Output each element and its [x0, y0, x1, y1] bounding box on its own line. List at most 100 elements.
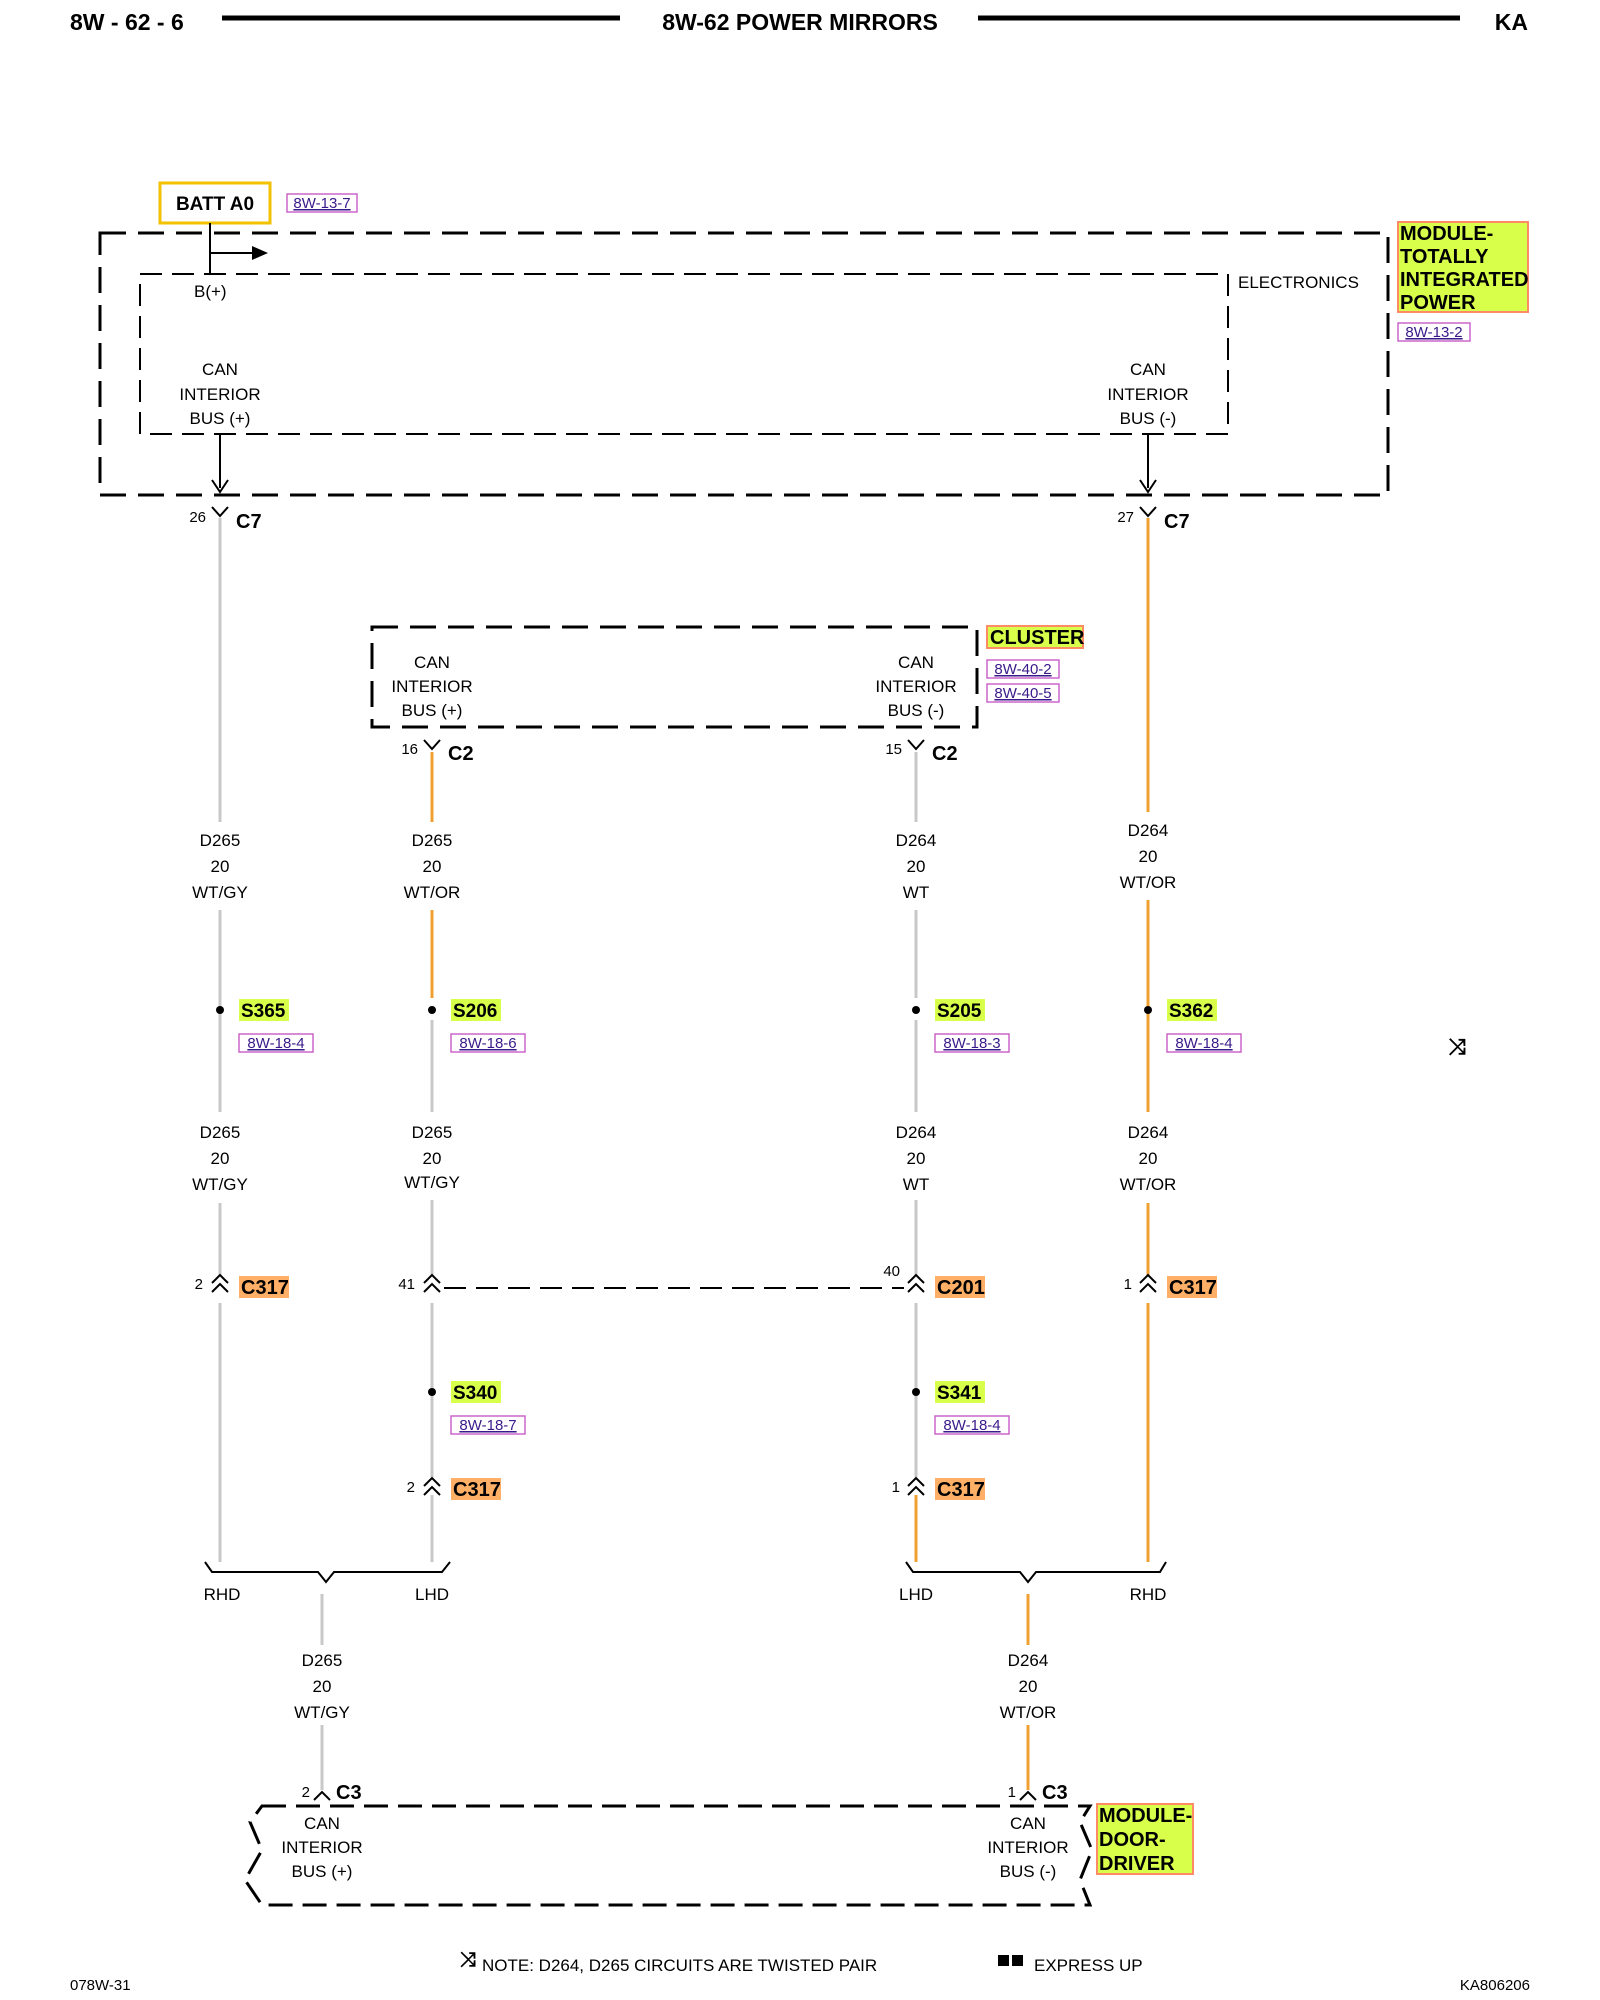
- batt-ref-link[interactable]: 8W-13-7: [293, 195, 350, 212]
- splice-s362[interactable]: S362: [1169, 1001, 1213, 1022]
- connector-male-female-icon: [423, 1273, 441, 1284]
- branch-label-lhd-left: LHD: [415, 1585, 449, 1604]
- connector-female-icon: [211, 506, 229, 518]
- tipm-ref-link[interactable]: 8W-13-2: [1405, 324, 1462, 341]
- splice-ref-link[interactable]: 8W-18-4: [247, 1035, 304, 1052]
- tipm-outline: [98, 231, 1390, 497]
- twisted-pair-icon: ⤨: [460, 1949, 476, 1971]
- connector-male-female-icon: [907, 1282, 925, 1293]
- door-module-name-line-1[interactable]: MODULE-: [1099, 1805, 1192, 1827]
- connector-male-female-icon: [423, 1476, 441, 1487]
- splice-ref-box: [238, 1033, 314, 1053]
- c7-connector-left[interactable]: C7: [236, 511, 262, 533]
- splice-ref-link[interactable]: 8W-18-3: [943, 1035, 1000, 1052]
- wire-gauge: 20: [423, 857, 442, 876]
- cluster-name-highlight: [986, 625, 1084, 649]
- door-module-name-highlight: [1096, 1803, 1194, 1875]
- splice-ref-link[interactable]: 8W-18-6: [459, 1035, 516, 1052]
- tipm-name-highlight: [1397, 221, 1529, 313]
- splice-s341[interactable]: S341: [937, 1383, 982, 1404]
- connector-c201[interactable]: C201: [937, 1277, 985, 1299]
- c3-pin-1: 1: [1008, 1784, 1016, 1801]
- c2-connector-right[interactable]: C2: [932, 743, 958, 765]
- cluster-ref-link-2[interactable]: 8W-40-5: [994, 685, 1051, 702]
- connector-male-female-icon: [423, 1282, 441, 1293]
- connector-male-female-icon: [1139, 1282, 1157, 1293]
- wire-gauge: 20: [907, 857, 926, 876]
- connector-highlight: [935, 1276, 985, 1298]
- tipm-name-line-3[interactable]: INTEGRATED: [1400, 269, 1529, 291]
- connector-male-icon: [1019, 1790, 1037, 1801]
- connector-male-female-icon: [907, 1273, 925, 1284]
- connector-c317[interactable]: C317: [241, 1277, 289, 1299]
- cluster-ref-link-1[interactable]: 8W-40-2: [994, 661, 1051, 678]
- splice-highlight: [935, 1381, 985, 1403]
- connector-pin: 2: [407, 1479, 415, 1496]
- splice-ref-link[interactable]: 8W-18-7: [459, 1417, 516, 1434]
- splice-s365[interactable]: S365: [241, 1001, 286, 1022]
- wire-label-top-4: D264 20 WT/OR: [1120, 821, 1177, 892]
- splice-ref-link[interactable]: 8W-18-4: [1175, 1035, 1232, 1052]
- connector-c317[interactable]: C317: [937, 1479, 985, 1501]
- connector-female-icon: [1139, 506, 1157, 518]
- cluster-can-plus-line-2: INTERIOR: [391, 677, 472, 696]
- splice-highlight: [451, 1381, 501, 1403]
- splice-s205[interactable]: S205: [937, 1001, 982, 1022]
- electronics-outline: [139, 273, 1229, 435]
- connector-highlight: [451, 1478, 501, 1500]
- c3-connector-right[interactable]: C3: [1042, 1782, 1068, 1804]
- wire-gauge: 20: [907, 1149, 926, 1168]
- inline-connector-low-1: 2 C317: [407, 1476, 501, 1501]
- arrow-right-icon: [252, 246, 268, 260]
- c2-connector-left[interactable]: C2: [448, 743, 474, 765]
- branch-label-rhd-left: RHD: [204, 1585, 241, 1604]
- wire-label-mid-2: D265 20 WT/GY: [404, 1123, 460, 1192]
- connector-c317[interactable]: C317: [453, 1479, 501, 1501]
- tipm-name-line-2[interactable]: TOTALLY: [1400, 246, 1489, 268]
- door-module-name-line-3[interactable]: DRIVER: [1099, 1853, 1175, 1875]
- splice-s206[interactable]: S206: [453, 1001, 497, 1022]
- wire-label-bottom-2: D264 20 WT/OR: [1000, 1651, 1057, 1722]
- wire-code: D264: [1008, 1651, 1049, 1670]
- wire-code: D265: [412, 831, 453, 850]
- splice-ref-box: [450, 1033, 526, 1053]
- wire-color: WT/OR: [404, 883, 461, 902]
- door-can-minus-line-2: INTERIOR: [987, 1838, 1068, 1857]
- splice-s340[interactable]: S340: [453, 1383, 497, 1404]
- express-up-icon: [1012, 1955, 1023, 1966]
- cluster-name[interactable]: CLUSTER: [990, 627, 1085, 649]
- branch-label-lhd-right: LHD: [899, 1585, 933, 1604]
- wire-gauge: 20: [423, 1149, 442, 1168]
- wire-label-mid-3: D264 20 WT: [896, 1123, 937, 1194]
- connector-highlight: [239, 1276, 289, 1298]
- batt-box: [158, 181, 272, 225]
- tipm-can-minus-line-3: BUS (-): [1120, 409, 1177, 428]
- batt-label[interactable]: BATT A0: [176, 194, 254, 215]
- door-module-name-line-2[interactable]: DOOR-: [1099, 1829, 1166, 1851]
- brace-right: [905, 1561, 1167, 1584]
- wire-color: WT/GY: [192, 883, 248, 902]
- tipm-can-minus-line-1: CAN: [1130, 360, 1166, 379]
- page-title: 8W-62 POWER MIRRORS: [662, 9, 938, 35]
- cluster-can-minus-line-1: CAN: [898, 653, 934, 672]
- splice-highlight: [935, 999, 985, 1021]
- splice-ref-link[interactable]: 8W-18-4: [943, 1417, 1000, 1434]
- connector-c317[interactable]: C317: [1169, 1277, 1217, 1299]
- c7-connector-right[interactable]: C7: [1164, 511, 1190, 533]
- wire-code: D265: [200, 831, 241, 850]
- c2-pin-15: 15: [885, 741, 902, 758]
- splice-ref-box: [1166, 1033, 1242, 1053]
- wire-gauge: 20: [211, 1149, 230, 1168]
- connector-highlight: [935, 1478, 985, 1500]
- c3-connector-left[interactable]: C3: [336, 1782, 362, 1804]
- cluster-can-plus-line-1: CAN: [414, 653, 450, 672]
- c7-pin-27: 27: [1117, 509, 1134, 526]
- tipm-can-plus-line-1: CAN: [202, 360, 238, 379]
- tipm-name-line-4[interactable]: POWER: [1400, 292, 1476, 314]
- door-can-plus-line-1: CAN: [304, 1814, 340, 1833]
- inline-connector-3: 40 C201: [883, 1263, 985, 1299]
- tipm-name-line-1[interactable]: MODULE-: [1400, 223, 1493, 245]
- inline-connector-low-2: 1 C317: [892, 1476, 985, 1501]
- tipm-can-plus-line-2: INTERIOR: [179, 385, 260, 404]
- connector-male-female-icon: [211, 1273, 229, 1284]
